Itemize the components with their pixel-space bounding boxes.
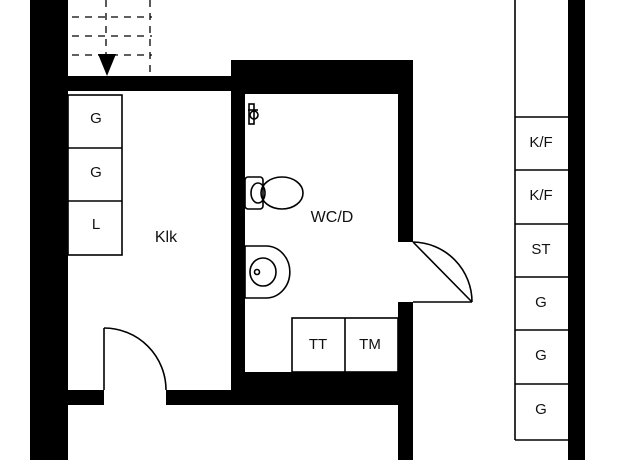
left-cabinet-label: G xyxy=(90,164,102,181)
wc-left-wall xyxy=(231,60,245,390)
laundry-units: TT TM xyxy=(291,317,399,373)
right-cabinets: K/F K/F ST G G G xyxy=(514,0,568,441)
wc-door xyxy=(412,241,473,303)
sink-icon xyxy=(244,245,291,299)
kitchen-room-label: Klk xyxy=(155,229,178,246)
lower-room-right-wall xyxy=(398,405,413,460)
left-cabinet-label: L xyxy=(92,216,100,233)
staircase xyxy=(72,0,152,76)
dryer-label: TT xyxy=(309,336,327,353)
shower-fixture-icon xyxy=(248,103,259,125)
left-cabinet-label: G xyxy=(90,110,102,127)
left-cabinets: G G L xyxy=(67,94,123,256)
right-cabinet-label: G xyxy=(535,347,547,364)
toilet-icon xyxy=(244,176,304,210)
right-cabinet-label: G xyxy=(535,401,547,418)
wc-top-wall xyxy=(231,60,413,94)
wc-right-wall-upper xyxy=(398,60,413,242)
kitchen-bottom-wall-left xyxy=(30,390,104,405)
right-cabinet-label: K/F xyxy=(529,187,552,204)
washer-label: TM xyxy=(359,336,381,353)
kitchen-bottom-wall-right xyxy=(166,390,413,405)
wc-room-label: WC/D xyxy=(311,209,354,226)
right-cabinet-label: K/F xyxy=(529,134,552,151)
right-outer-wall xyxy=(568,0,585,460)
kitchen-door xyxy=(103,327,167,391)
stair-divider-wall xyxy=(30,76,245,91)
right-cabinet-label: ST xyxy=(531,241,550,258)
right-cabinet-label: G xyxy=(535,294,547,311)
walls xyxy=(30,0,585,460)
stair-down-arrow-icon xyxy=(98,54,116,76)
